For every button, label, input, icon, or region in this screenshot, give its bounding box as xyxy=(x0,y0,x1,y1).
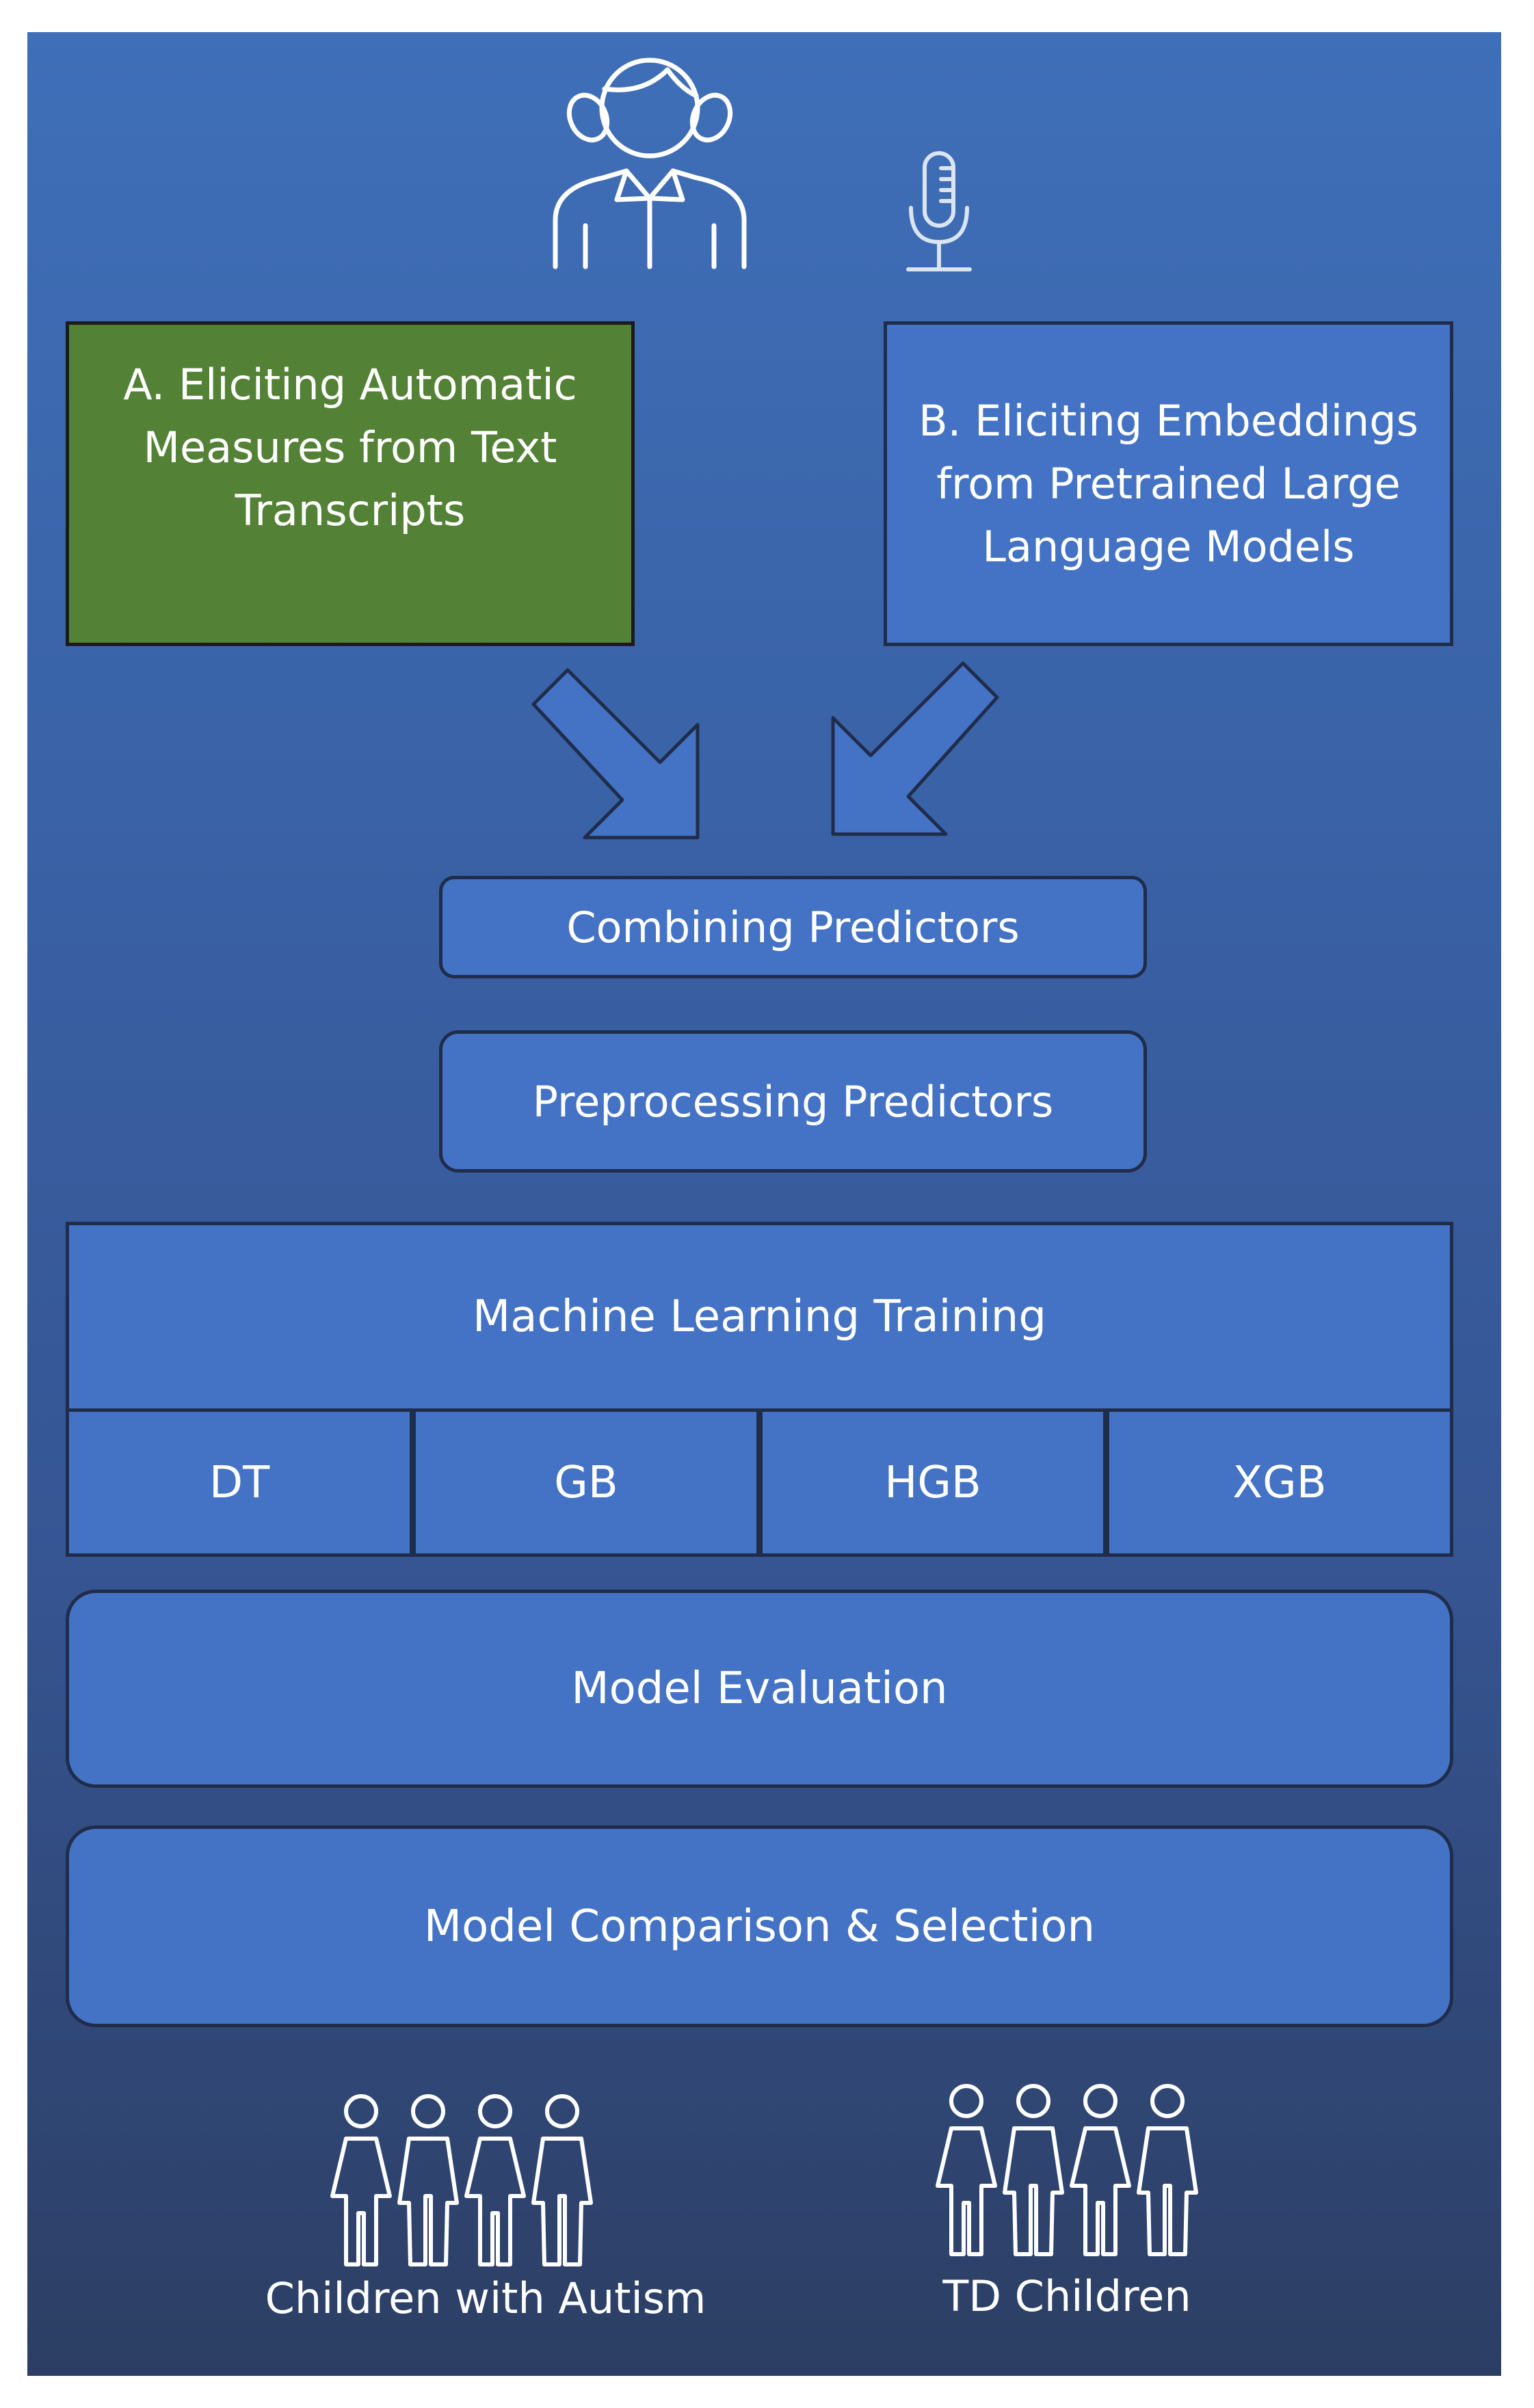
children-group-icon xyxy=(321,2092,622,2270)
ml-training-title: Machine Learning Training xyxy=(473,1292,1046,1342)
algorithm-label: DT xyxy=(209,1457,270,1508)
model-comparison-label: Model Comparison & Selection xyxy=(423,1901,1096,1952)
box-b-line-1: B. Eliciting Embeddings xyxy=(918,395,1418,446)
box-a-line-3: Transcripts xyxy=(235,485,466,535)
algorithm-cell-hgb: HGB xyxy=(759,1408,1107,1557)
children-with-autism-label: Children with Autism xyxy=(265,2273,706,2323)
box-a-line-2: Measures from Text xyxy=(143,423,557,472)
box-automatic-measures: A. Eliciting Automatic Measures from Tex… xyxy=(66,321,635,646)
microphone-icon xyxy=(906,151,972,271)
combining-predictors-box: Combining Predictors xyxy=(439,876,1147,978)
child-icon xyxy=(553,57,747,269)
ml-training-block: Machine Learning Training DT GB HGB XGB xyxy=(66,1222,1453,1557)
algorithm-cell-gb: GB xyxy=(412,1408,760,1557)
box-a-line-1: A. Eliciting Automatic xyxy=(123,360,577,410)
ml-training-header: Machine Learning Training xyxy=(66,1222,1453,1412)
algorithm-cell-dt: DT xyxy=(66,1408,413,1557)
model-comparison-box: Model Comparison & Selection xyxy=(66,1825,1453,2027)
algorithm-label: XGB xyxy=(1232,1457,1327,1508)
preprocessing-predictors-label: Preprocessing Predictors xyxy=(532,1076,1054,1127)
arrow-icon xyxy=(531,668,700,840)
arrow-icon xyxy=(831,661,999,836)
box-b-line-2: from Pretrained Large xyxy=(936,458,1401,509)
box-llm-embeddings: B. Eliciting Embeddings from Pretrained … xyxy=(884,321,1453,646)
combining-predictors-label: Combining Predictors xyxy=(566,902,1020,952)
model-evaluation-box: Model Evaluation xyxy=(66,1590,1453,1788)
box-b-line-3: Language Models xyxy=(982,521,1355,572)
algorithm-label: GB xyxy=(554,1457,618,1508)
model-evaluation-label: Model Evaluation xyxy=(571,1663,948,1714)
children-group-icon xyxy=(927,2082,1228,2260)
algorithm-cell-xgb: XGB xyxy=(1106,1408,1453,1557)
algorithm-label: HGB xyxy=(884,1457,981,1508)
preprocessing-predictors-box: Preprocessing Predictors xyxy=(439,1030,1147,1173)
td-children-label: TD Children xyxy=(942,2271,1191,2321)
